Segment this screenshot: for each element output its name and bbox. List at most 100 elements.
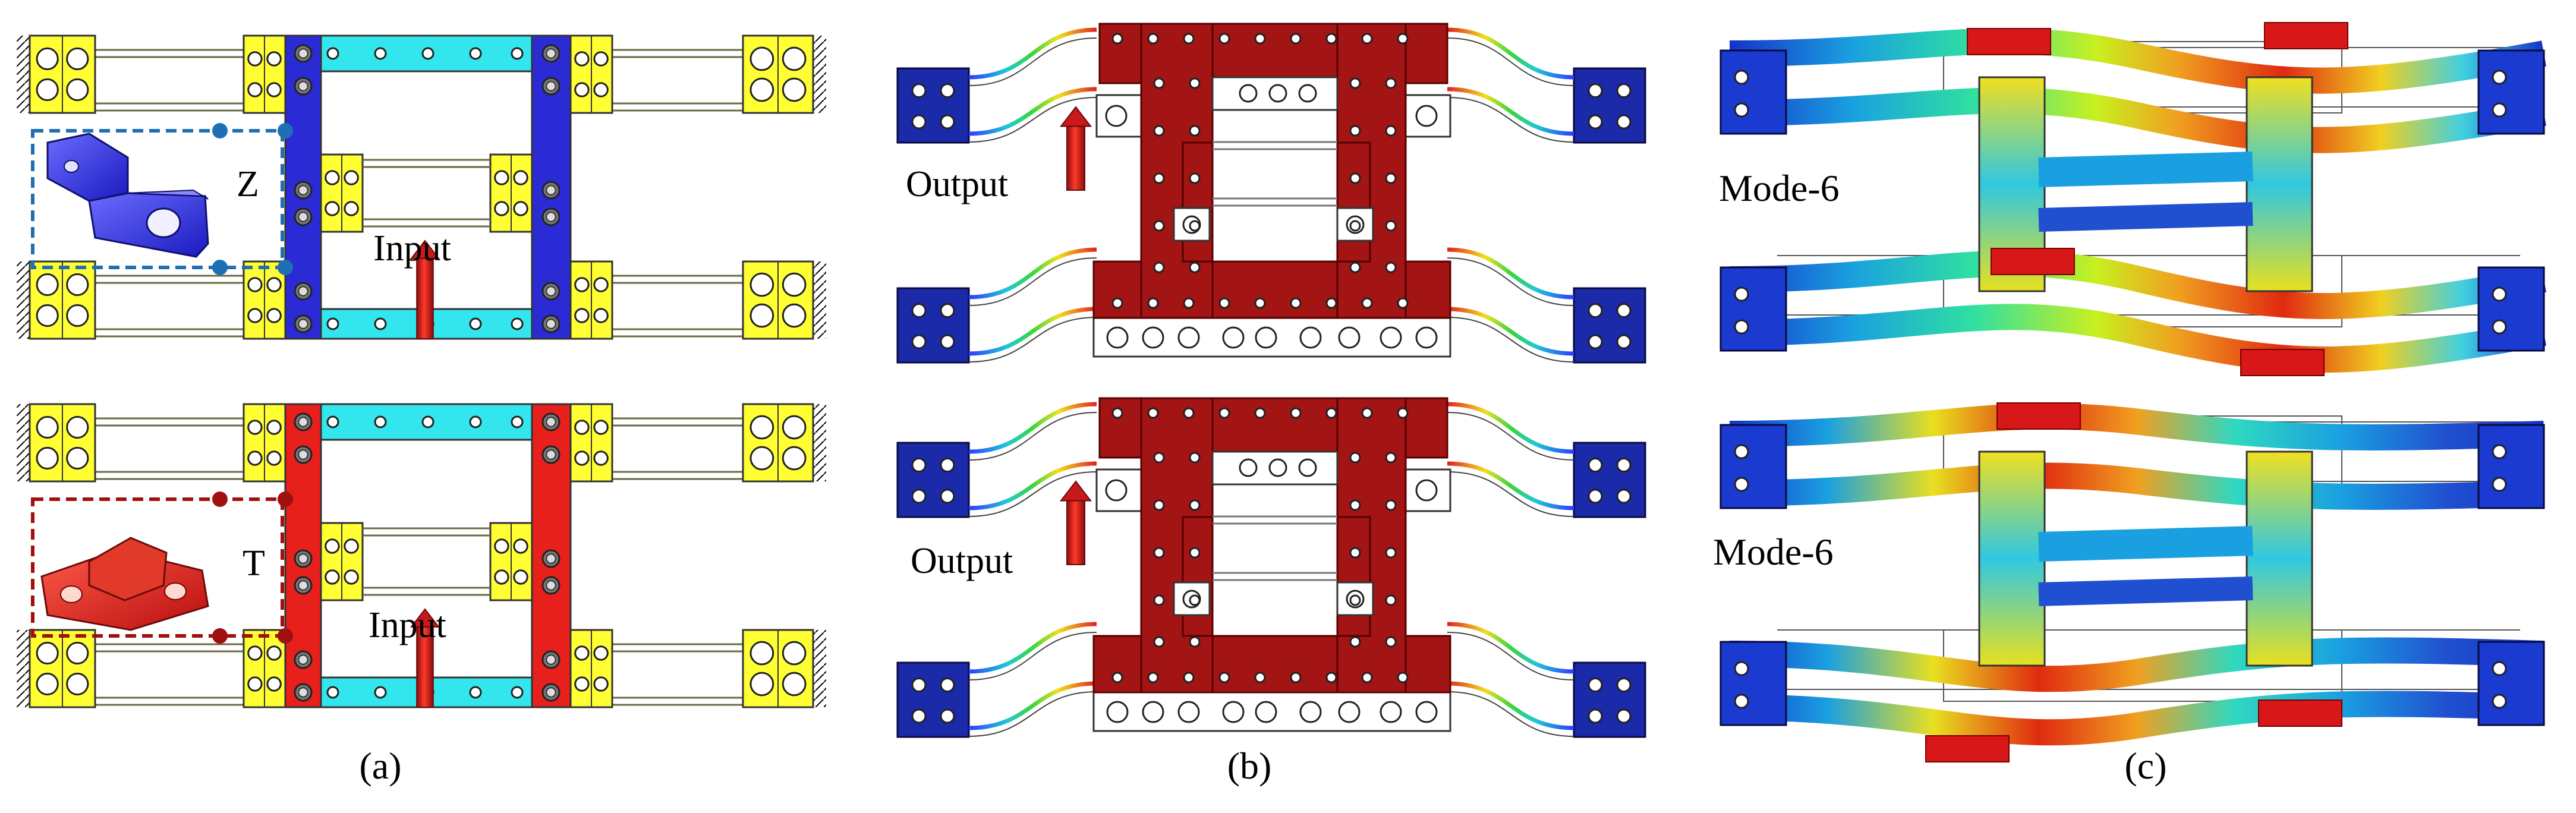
flexure-wire [968, 247, 1097, 300]
hole-icon [325, 170, 340, 185]
hole-icon [1361, 33, 1373, 45]
hole-icon [593, 308, 609, 323]
screw-inner [298, 185, 308, 196]
hole-icon [146, 207, 181, 238]
inset-corner-dot [278, 260, 293, 275]
hole-icon [1153, 125, 1165, 137]
screw-icon [294, 445, 313, 464]
block-body [896, 67, 970, 144]
hole-icon [940, 83, 955, 98]
hole-icon [750, 77, 774, 102]
hole-icon [1290, 672, 1302, 683]
hole-icon [911, 708, 927, 724]
yellow-block [742, 403, 814, 483]
hole-icon [1239, 84, 1258, 103]
flexure-wire-shadow [1447, 97, 1574, 143]
hole-icon [469, 47, 482, 60]
screw-icon [294, 282, 313, 301]
screw-inner [298, 449, 308, 460]
screw-inner [546, 417, 556, 427]
block-body [896, 661, 970, 738]
block-body [1573, 442, 1646, 518]
hole-icon [247, 51, 263, 67]
hole-icon [1147, 407, 1159, 419]
screw-inner [546, 449, 556, 460]
hole-icon [1147, 33, 1159, 45]
flexure-wire-shadow [968, 37, 1097, 86]
hole-icon [911, 334, 927, 349]
screw-inner [546, 580, 556, 591]
block-body [2477, 424, 2545, 509]
flexure-beam [363, 587, 490, 596]
screw-inner [298, 319, 308, 329]
hole-icon [1588, 303, 1603, 318]
hole-icon [1385, 261, 1397, 273]
hole-icon [940, 458, 955, 472]
arrow-head [1059, 106, 1092, 127]
flexure-wire-shadow [968, 97, 1097, 143]
hole-icon [1177, 326, 1200, 349]
inset-corner-dot [212, 628, 228, 644]
hole-icon [66, 304, 89, 327]
stress-hotspot [1967, 28, 2051, 55]
hole-icon [1734, 477, 1749, 492]
hole-icon [1616, 303, 1632, 318]
hole-icon [1325, 672, 1337, 683]
fixed-ground-hatch-icon [812, 36, 826, 113]
fem-middle-link [2038, 526, 2253, 562]
arrow-head [410, 608, 440, 628]
hole-icon [1177, 701, 1200, 723]
hole-icon [247, 277, 263, 292]
hole-icon [1616, 489, 1632, 504]
hole-icon [1588, 458, 1603, 472]
hole-icon [1142, 701, 1164, 723]
hole-icon [1616, 458, 1632, 472]
hole-icon [344, 538, 359, 554]
hole-icon [911, 489, 927, 504]
flexure-wire [968, 307, 1097, 356]
flexure-beam [95, 643, 244, 653]
hole-icon [1325, 407, 1337, 419]
hole-icon [513, 170, 528, 185]
hole-icon [750, 641, 774, 666]
hole-icon [1153, 220, 1165, 232]
hole-icon [513, 569, 528, 585]
hole-icon [511, 47, 524, 60]
frame-inner-right [1336, 141, 1371, 263]
deformed-beam [1729, 691, 2544, 746]
fixed-ground-hatch-icon [17, 630, 31, 707]
hole-icon [1290, 407, 1302, 419]
flexure-wire [1447, 307, 1574, 356]
screw-icon [541, 683, 560, 702]
output-label-bottom: Output [911, 541, 1013, 581]
hole-icon [1183, 407, 1195, 419]
hole-icon [266, 450, 282, 466]
yellow-block [569, 629, 613, 708]
hole-icon [1153, 636, 1165, 648]
hole-icon [1222, 326, 1245, 349]
hole-icon [1361, 407, 1373, 419]
hole-icon [1380, 701, 1402, 723]
hole-icon [593, 51, 609, 67]
flexure-wire [1447, 622, 1574, 674]
block-body [896, 287, 970, 364]
hole-icon [1349, 220, 1361, 232]
hole-icon [782, 77, 807, 102]
hole-icon [1111, 672, 1123, 683]
mode-label-bottom: Mode-6 [1713, 531, 1834, 573]
hole-icon [782, 272, 807, 297]
frame-inner-left [1182, 141, 1214, 263]
hole-icon [2492, 694, 2507, 709]
hole-icon [1397, 672, 1409, 683]
hole-icon [1268, 458, 1287, 477]
hole-icon [325, 569, 340, 585]
hole-icon [2492, 319, 2507, 335]
hole-icon [574, 51, 590, 67]
screw-icon [541, 650, 560, 669]
yellow-block [742, 629, 814, 708]
yellow-block [569, 34, 613, 114]
hole-icon [325, 201, 340, 216]
screw-inner [546, 185, 556, 196]
screw-inner [298, 654, 308, 665]
